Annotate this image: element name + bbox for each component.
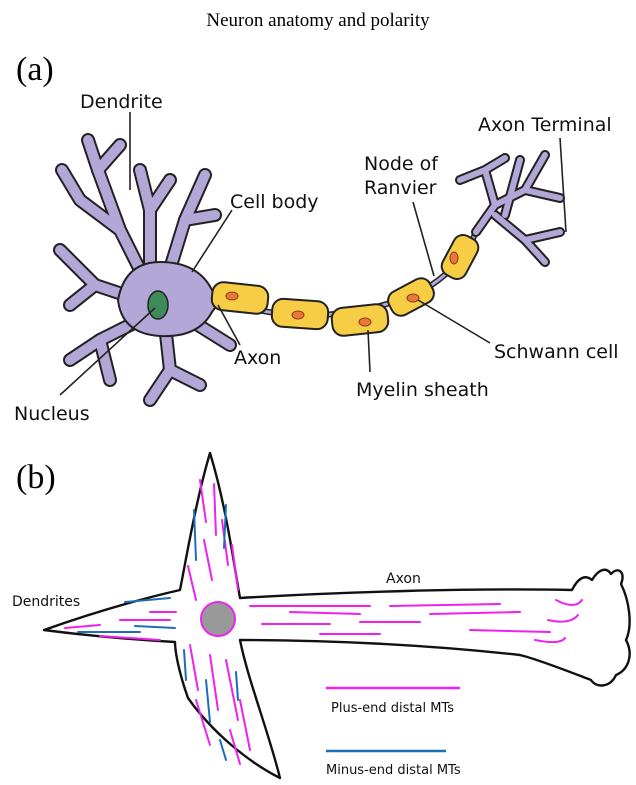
label-axon-terminal: Axon Terminal [478,114,612,136]
myelin-segment [331,303,390,337]
label-dendrite: Dendrite [80,91,163,113]
label-myelin-sheath: Myelin sheath [356,379,489,401]
panel-b: (b) [12,453,630,778]
myelin-segment [385,275,438,320]
legend-label-minus: Minus-end distal MTs [326,763,461,778]
label-node-of-ranvier-1: Node of [364,153,439,175]
nucleus-b [201,602,235,636]
myelin-segment [211,281,270,315]
mt-legend: Plus-end distal MTs Minus-end distal MTs [326,688,461,778]
label-nucleus: Nucleus [14,403,90,425]
label-schwann-cell: Schwann cell [494,341,619,363]
figure-title: Neuron anatomy and polarity [206,10,430,31]
label-cell-body: Cell body [230,191,319,213]
label-node-of-ranvier-2: Ranvier [364,177,437,199]
label-axon-b: Axon [386,571,421,587]
legend-label-plus: Plus-end distal MTs [331,701,454,716]
panel-a: (a) [14,51,619,425]
panel-b-tag: (b) [16,459,56,496]
axon-myelin [211,231,482,336]
neuron-outline-b [44,453,630,778]
label-axon-a: Axon [234,347,281,369]
myelin-segment [271,298,329,330]
label-dendrites-b: Dendrites [12,594,80,610]
neuron-soma-dendrites [60,140,230,400]
panel-a-tag: (a) [16,51,54,88]
nucleus-shape [148,291,168,319]
